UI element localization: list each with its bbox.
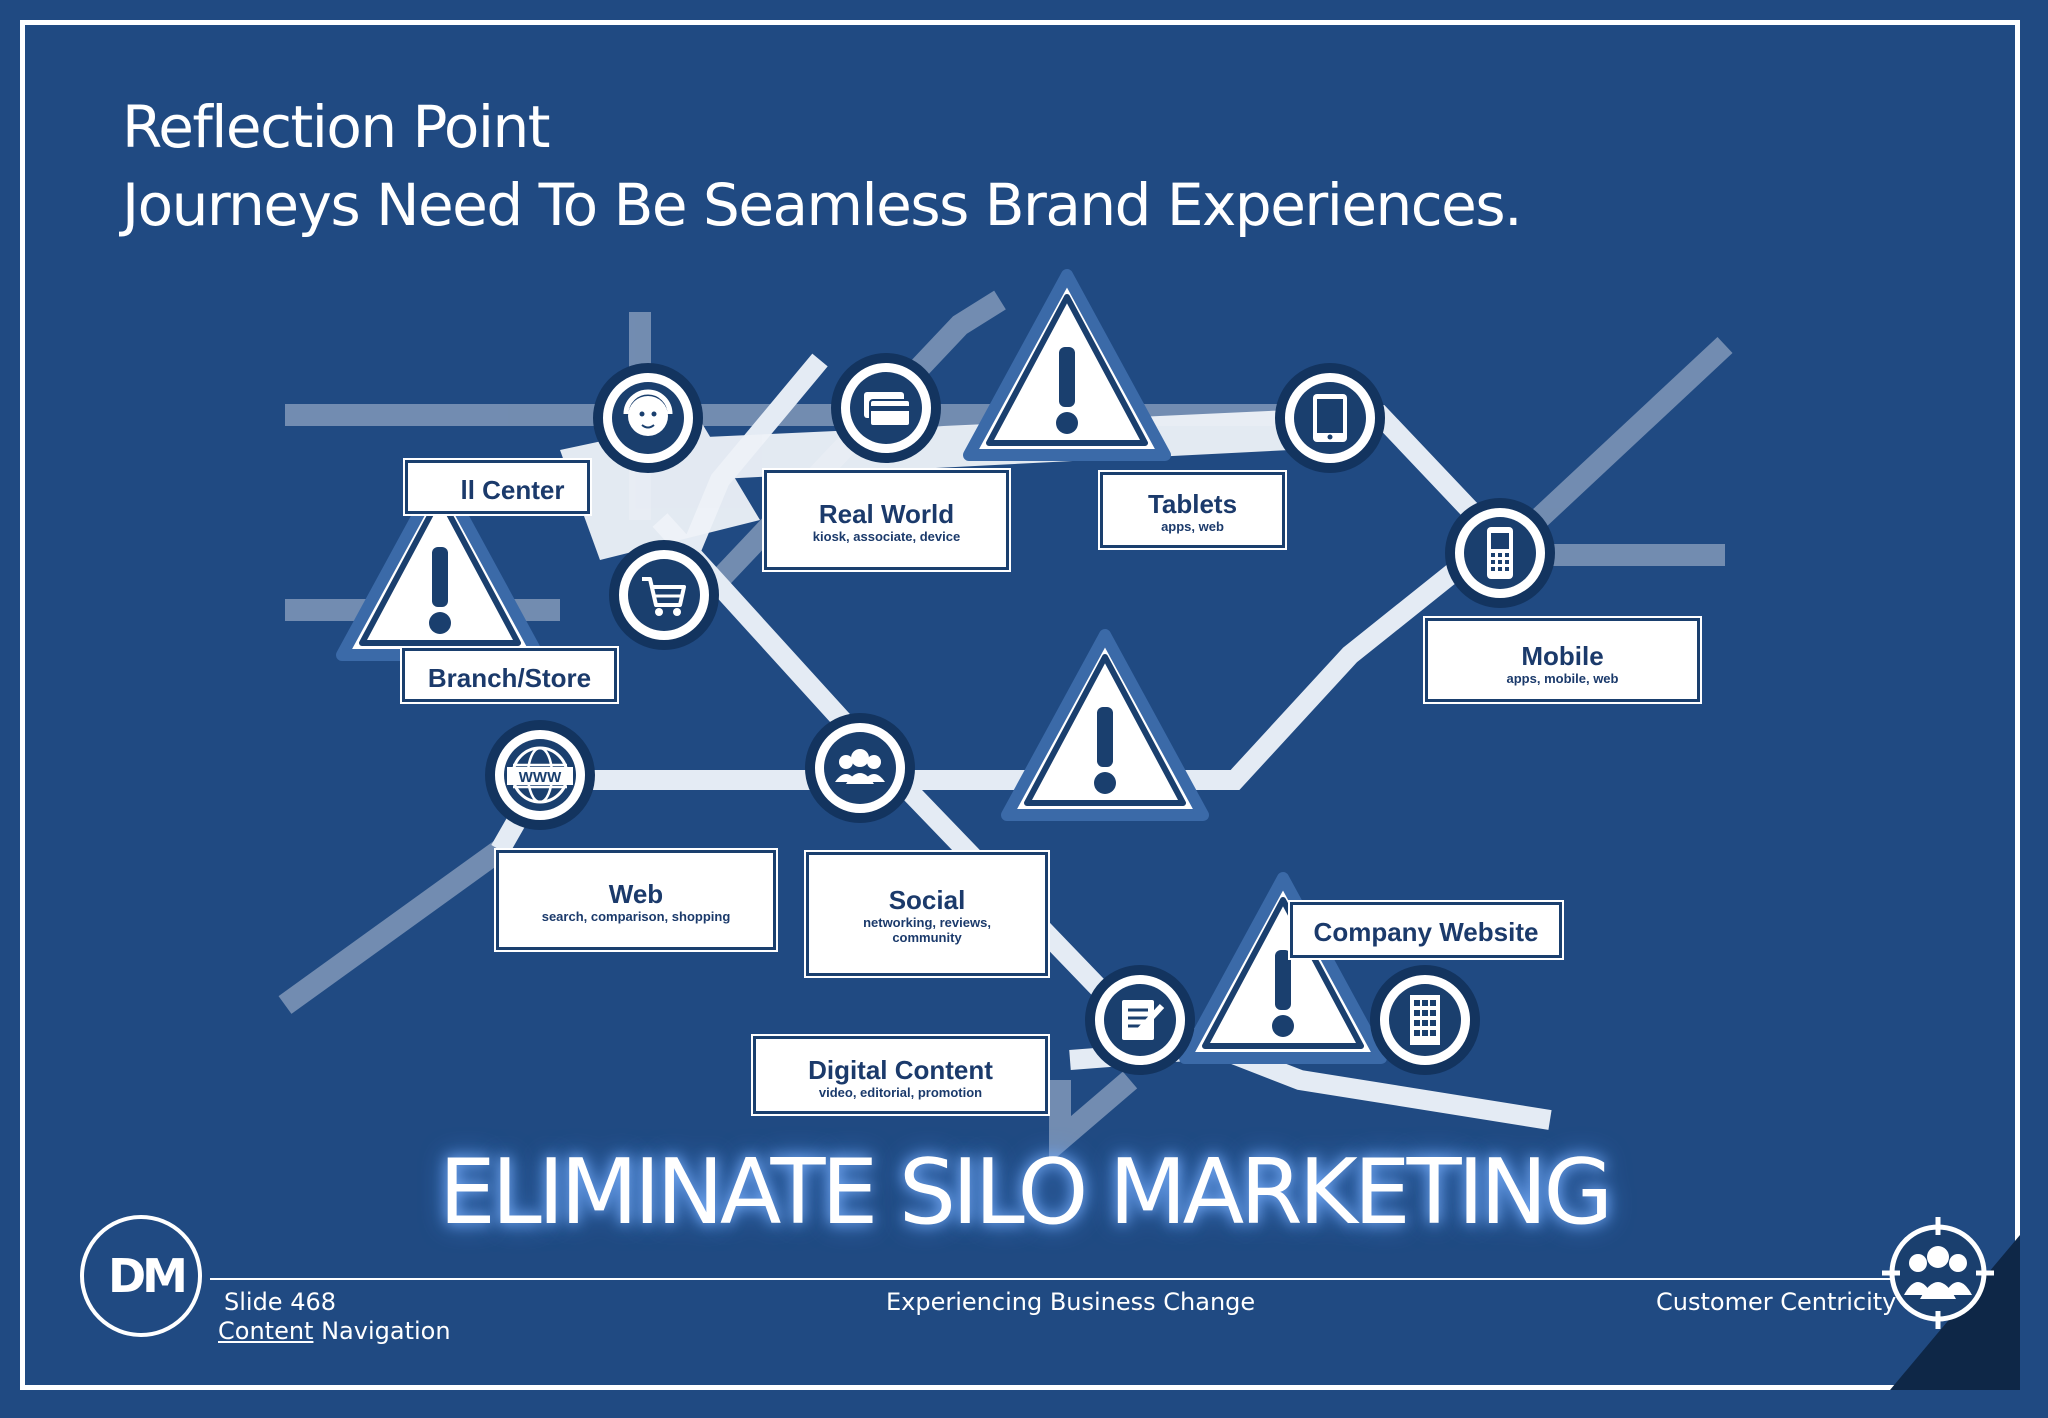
node-label: Web [608, 879, 664, 909]
footer-divider [210, 1278, 1900, 1280]
content-navigation: Content Navigation [218, 1317, 451, 1345]
node-web: Web search, comparison, shopping [496, 850, 776, 950]
svg-text:WWW: WWW [519, 769, 562, 786]
node-sublabel: kiosk, associate, device [812, 529, 961, 544]
warning-triangle-icon [1179, 872, 1387, 1064]
headset-agent-icon [593, 363, 703, 473]
title-line-2: Journeys Need To Be Seamless Brand Exper… [122, 171, 1523, 239]
office-building-icon [1370, 965, 1480, 1075]
node-real-world: Real World kiosk, associate, device [764, 470, 1009, 570]
slide-number: Slide 468 [224, 1288, 337, 1316]
slide-frame [20, 20, 2020, 1390]
people-group-icon [805, 713, 915, 823]
node-label: Tablets [1147, 489, 1238, 519]
node-label: ll Center [460, 475, 565, 505]
credit-card-icon [831, 353, 941, 463]
shopping-cart-icon [609, 540, 719, 650]
node-call-center: ll Center [405, 460, 590, 514]
dm-logo-text: DM [108, 1249, 188, 1303]
node-label: Digital Content [808, 1055, 993, 1085]
banner-headline: ELIMINATE SILO MARKETING [438, 1140, 1613, 1245]
warning-triangle-icon [1001, 629, 1209, 821]
customer-target-icon[interactable] [1880, 1215, 2000, 1335]
content-link[interactable]: Content [218, 1317, 314, 1345]
node-social: Social networking, reviews, community [806, 852, 1048, 976]
footer-center-text: Experiencing Business Change [886, 1288, 1256, 1316]
editorial-notepad-icon [1085, 965, 1195, 1075]
node-sublabel: video, editorial, promotion [818, 1085, 983, 1100]
globe-www-icon: WWW [485, 720, 595, 830]
node-label: Branch/Store [427, 663, 592, 693]
node-sublabel: networking, reviews, community [863, 915, 991, 945]
title-line-1: Reflection Point [122, 93, 551, 161]
mobile-phone-icon [1445, 498, 1555, 608]
node-label: Company Website [1313, 917, 1539, 947]
node-sublabel: apps, mobile, web [1506, 671, 1619, 686]
node-label: Mobile [1521, 641, 1604, 671]
navigation-label: Navigation [321, 1317, 451, 1345]
node-sublabel: apps, web [1161, 519, 1224, 534]
footer-right-text: Customer Centricity [1656, 1288, 1897, 1316]
node-company-website: Company Website [1290, 902, 1562, 958]
slide-title: Reflection Point Journeys Need To Be Sea… [122, 88, 1523, 244]
tablet-icon [1275, 363, 1385, 473]
node-mobile: Mobile apps, mobile, web [1425, 618, 1700, 702]
node-label: Social [888, 885, 966, 915]
node-sublabel: search, comparison, shopping [541, 909, 731, 924]
warning-triangle-icon [963, 269, 1171, 461]
node-tablets: Tablets apps, web [1100, 472, 1285, 548]
dm-logo[interactable]: DM [80, 1215, 202, 1337]
node-label: Real World [818, 499, 955, 529]
node-branch-store: Branch/Store [402, 648, 617, 702]
node-digital-content: Digital Content video, editorial, promot… [753, 1036, 1048, 1114]
